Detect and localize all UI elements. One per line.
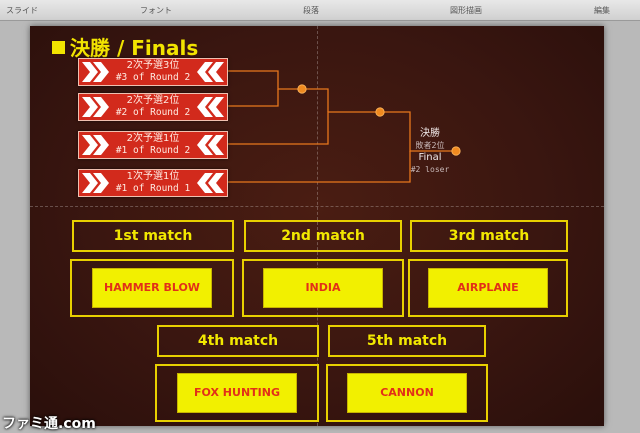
title-square-icon bbox=[52, 41, 65, 54]
seed-label: 2次予選2位 #2 of Round 2 bbox=[113, 95, 193, 119]
chevron-left-icon bbox=[197, 173, 224, 193]
seed-box[interactable]: 2次予選2位 #2 of Round 2 bbox=[78, 93, 228, 121]
title-text: 決勝 / Finals bbox=[70, 36, 199, 60]
seed-en: #1 of Round 2 bbox=[115, 145, 191, 156]
match-header: 5th match bbox=[328, 325, 486, 357]
app-ribbon: スライド フォント 段落 図形描画 編集 bbox=[0, 0, 640, 21]
final-label: 決勝 敗者2位 Final #2 loser bbox=[398, 128, 462, 176]
match-event-box: AIRPLANE bbox=[408, 259, 568, 317]
seed-label: 1次予選1位 #1 of Round 1 bbox=[113, 171, 193, 195]
match-event-button[interactable]: FOX HUNTING bbox=[177, 373, 297, 413]
match-header: 2nd match bbox=[244, 220, 402, 252]
match-event-box: CANNON bbox=[326, 364, 488, 422]
seed-jp: 2次予選3位 bbox=[126, 60, 180, 71]
ribbon-group-label[interactable]: 段落 bbox=[303, 6, 319, 15]
seed-en: #2 of Round 2 bbox=[115, 107, 191, 118]
match-event-box: INDIA bbox=[242, 259, 404, 317]
watermark-logo: ファミ通.com bbox=[2, 416, 96, 432]
horizontal-guide bbox=[30, 206, 604, 207]
seed-box[interactable]: 2次予選1位 #1 of Round 2 bbox=[78, 131, 228, 159]
vertical-guide bbox=[317, 26, 318, 426]
seed-en: #3 of Round 2 bbox=[115, 72, 191, 83]
chevron-right-icon bbox=[82, 173, 109, 193]
ribbon-group-label[interactable]: スライド bbox=[6, 6, 38, 15]
slide-title: 決勝 / Finals bbox=[52, 32, 198, 61]
chevron-right-icon bbox=[82, 97, 109, 117]
final-en: Final bbox=[418, 152, 442, 163]
chevron-right-icon bbox=[82, 135, 109, 155]
match-event-button[interactable]: HAMMER BLOW bbox=[92, 268, 212, 308]
match-event-box: HAMMER BLOW bbox=[70, 259, 234, 317]
slide-canvas[interactable]: 決勝 / Finals 2次予選3位 #3 of Round 2 2次予選2位 bbox=[30, 26, 604, 426]
seed-label: 2次予選1位 #1 of Round 2 bbox=[113, 133, 193, 157]
match-event-button[interactable]: CANNON bbox=[347, 373, 467, 413]
final-jp: 決勝 bbox=[420, 128, 440, 139]
seed-jp: 2次予選1位 bbox=[126, 133, 180, 144]
bracket-lines bbox=[226, 70, 461, 183]
chevron-left-icon bbox=[197, 135, 224, 155]
match-event-button[interactable]: AIRPLANE bbox=[428, 268, 548, 308]
ribbon-group-label[interactable]: 編集 bbox=[594, 6, 610, 15]
chevron-left-icon bbox=[197, 62, 224, 82]
ribbon-group-label[interactable]: 図形描画 bbox=[450, 6, 482, 15]
match-header: 3rd match bbox=[410, 220, 568, 252]
match-header: 4th match bbox=[157, 325, 319, 357]
chevron-right-icon bbox=[82, 62, 109, 82]
ribbon-group-label[interactable]: フォント bbox=[140, 6, 172, 15]
final-en-sub: #2 loser bbox=[410, 165, 450, 174]
chevron-left-icon bbox=[197, 97, 224, 117]
match-event-box: FOX HUNTING bbox=[155, 364, 319, 422]
final-jp-sub: 敗者2位 bbox=[415, 141, 445, 150]
match-header: 1st match bbox=[72, 220, 234, 252]
seed-en: #1 of Round 1 bbox=[115, 183, 191, 194]
seed-jp: 2次予選2位 bbox=[126, 95, 180, 106]
seed-box[interactable]: 2次予選3位 #3 of Round 2 bbox=[78, 58, 228, 86]
seed-jp: 1次予選1位 bbox=[126, 171, 180, 182]
match-event-button[interactable]: INDIA bbox=[263, 268, 383, 308]
seed-box[interactable]: 1次予選1位 #1 of Round 1 bbox=[78, 169, 228, 197]
seed-label: 2次予選3位 #3 of Round 2 bbox=[113, 60, 193, 84]
